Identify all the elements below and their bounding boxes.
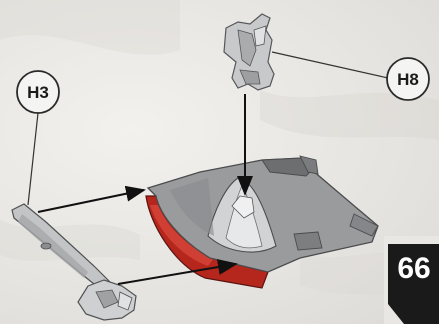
h3-leader-line (28, 113, 38, 205)
callout-h3: H3 (17, 71, 59, 113)
page-number: 66 (397, 252, 430, 285)
arrow-h3-to-housing-top (38, 190, 144, 212)
callout-h3-label: H3 (27, 83, 49, 102)
h8-leader-line (272, 52, 388, 78)
callout-h8-label: H8 (397, 70, 419, 89)
part-h8-clip (224, 14, 274, 90)
page-number-badge: 66 (384, 236, 439, 324)
part-h3-handle (12, 204, 136, 320)
callout-h8: H8 (387, 58, 429, 100)
